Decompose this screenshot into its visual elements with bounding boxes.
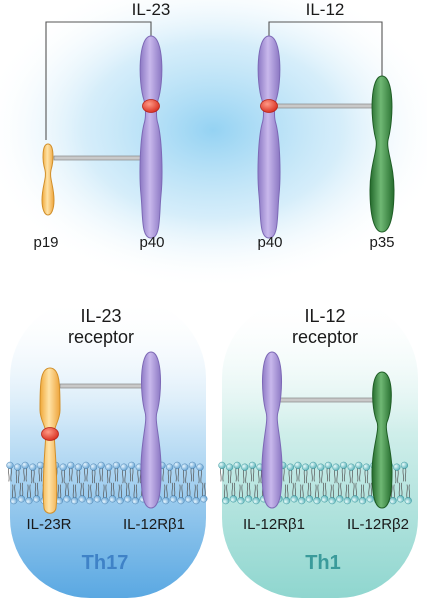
il23-title: IL-23: [131, 0, 171, 19]
il12rb1-chain-th17: [140, 351, 162, 509]
il12-receptor-title-line2: receptor: [291, 327, 359, 347]
il12r-link-bar: [277, 397, 377, 403]
p40-subunit-il23: [139, 35, 163, 239]
disulfide-link: [41, 427, 59, 441]
il23-receptor-title: IL-23 receptor: [58, 306, 144, 348]
il23r-label: IL-23R: [26, 516, 72, 533]
disulfide-link: [142, 99, 160, 113]
il23-bracket: [45, 21, 152, 140]
p19-label: p19: [33, 234, 59, 251]
il23r-link-bar: [59, 383, 144, 389]
il23-receptor-title-line1: IL-23: [80, 306, 122, 326]
th17-label: Th17: [81, 552, 129, 574]
p40-subunit-il12: [257, 35, 281, 239]
il12-link-bar: [274, 103, 375, 109]
il12-receptor-title-line1: IL-12: [304, 306, 346, 326]
il12-bracket: [268, 21, 383, 78]
il23-receptor-title-line2: receptor: [67, 327, 135, 347]
th1-label: Th1: [305, 552, 341, 574]
p35-subunit: [369, 75, 395, 233]
p40-label-il12: p40: [257, 234, 283, 251]
il12rb1-chain-th1: [261, 351, 283, 509]
il12rb1-label-th1: IL-12Rβ1: [243, 516, 305, 533]
il12rb1-label-th17: IL-12Rβ1: [123, 516, 185, 533]
il12rb2-label: IL-12Rβ2: [347, 516, 409, 533]
p35-label: p35: [369, 234, 395, 251]
p40-label-il23: p40: [139, 234, 165, 251]
il12-title: IL-12: [305, 0, 345, 19]
cytokine-glow: [0, 0, 427, 290]
p19-subunit: [41, 143, 55, 216]
il23-link-bar: [53, 155, 147, 161]
il12-receptor-title: IL-12 receptor: [282, 306, 368, 348]
il12rb2-chain: [371, 371, 393, 509]
disulfide-link: [260, 99, 278, 113]
